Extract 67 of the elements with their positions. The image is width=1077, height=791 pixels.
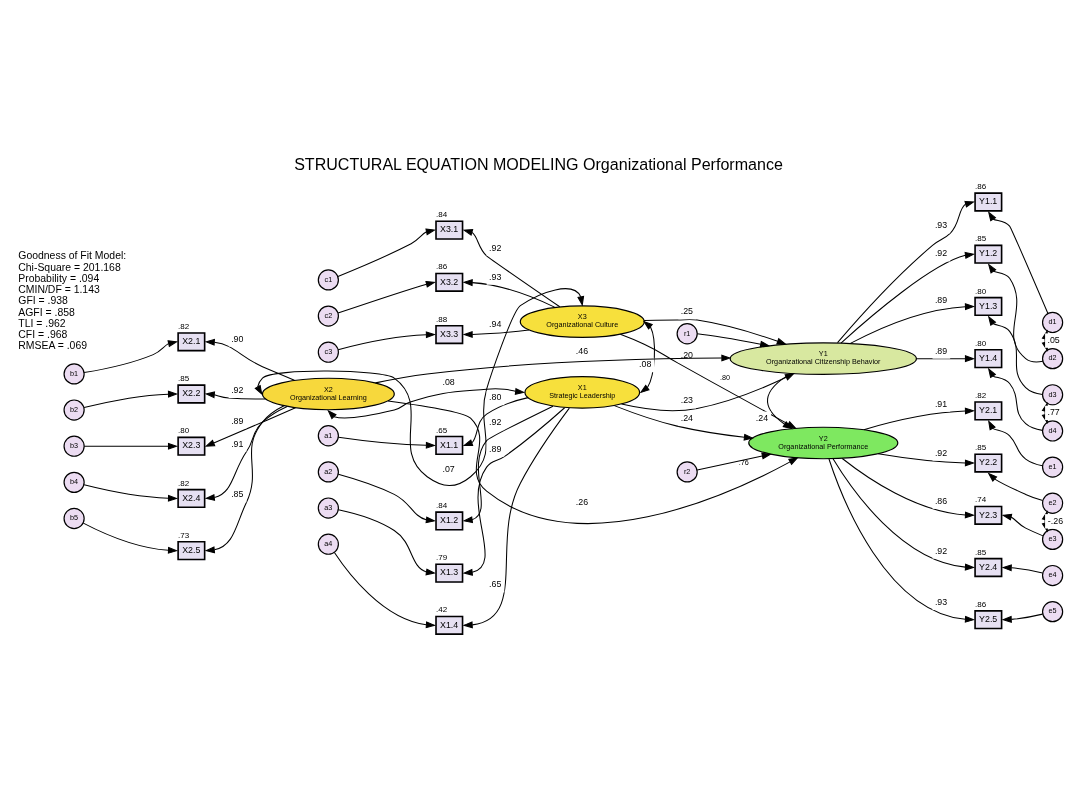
node-label: .74: [975, 494, 987, 504]
edge-label: .86: [934, 495, 948, 506]
edge-label: .93: [489, 271, 502, 282]
edge-label: .07: [442, 463, 455, 474]
node-label: .85: [975, 547, 987, 557]
node-label: .80: [975, 286, 987, 296]
edge-label: .77: [1047, 406, 1060, 417]
node-label: .80: [975, 338, 987, 348]
edge-label: .89: [934, 345, 948, 356]
edge-label: .89: [489, 443, 502, 454]
edge-label: .91: [934, 398, 948, 409]
edge-label: .65: [489, 578, 502, 589]
node-label: .82: [178, 321, 190, 331]
edge-label: .08: [639, 358, 652, 369]
edge-label: .46: [575, 345, 589, 356]
node-label: .84: [436, 500, 448, 510]
node-label: .42: [436, 604, 448, 614]
edge-label: .05: [1047, 334, 1060, 345]
edge-label: .26: [575, 496, 589, 507]
edge-label: .91: [231, 438, 244, 449]
edge-label: .85: [231, 488, 244, 499]
node-label: .73: [178, 530, 190, 540]
edge-label: .89: [231, 415, 244, 426]
edge-label: .25: [680, 305, 694, 316]
node-label: .85: [975, 233, 987, 243]
label: AGFI = .858: [18, 306, 75, 318]
edge-label: .24: [680, 412, 694, 423]
edge-label: .24: [755, 412, 769, 423]
label: RMSEA = .069: [18, 339, 88, 351]
node-label: .76: [738, 457, 749, 467]
node-label: .65: [436, 425, 448, 435]
label: GFI = .938: [18, 294, 68, 306]
edge-label: .92: [231, 384, 244, 395]
node-label: .80: [178, 425, 190, 435]
label: CFI = .968: [18, 328, 68, 340]
node-label: .85: [178, 373, 190, 383]
label: Chi-Square = 201.168: [18, 261, 121, 273]
edge-label: .92: [934, 247, 948, 258]
edge-label: .92: [934, 447, 948, 458]
node-label: .86: [975, 181, 987, 191]
node-label: .82: [975, 390, 987, 400]
node-label: .80: [719, 372, 730, 382]
edge-label: -.26: [1047, 515, 1064, 526]
label: CMIN/DF = 1.143: [18, 283, 100, 295]
edge-label: .94: [489, 318, 502, 329]
label: TLI = .962: [18, 317, 66, 329]
label: Probability = .094: [18, 272, 100, 284]
edge-label: .93: [934, 219, 948, 230]
edge-label: .92: [489, 416, 502, 427]
node-label: .82: [178, 478, 190, 488]
node-label: .84: [436, 209, 448, 219]
edge-label: .80: [489, 391, 502, 402]
edge-label: .23: [680, 394, 694, 405]
edge-label: .92: [934, 545, 948, 556]
edge-label: .90: [231, 333, 244, 344]
edge-label: .92: [489, 242, 502, 253]
edge-label: .93: [934, 596, 948, 607]
node-label: .86: [975, 599, 987, 609]
edge-label: .08: [442, 376, 455, 387]
node-label: .79: [436, 552, 448, 562]
node-label: .86: [436, 261, 448, 271]
label: Goodness of Fit Model:: [18, 249, 127, 261]
edge-label: .89: [934, 294, 948, 305]
node-label: .88: [436, 314, 448, 324]
node-label: .85: [975, 442, 987, 452]
edge-label: .20: [680, 349, 694, 360]
diagram-title: STRUCTURAL EQUATION MODELING Organizational Performance: [294, 154, 783, 173]
